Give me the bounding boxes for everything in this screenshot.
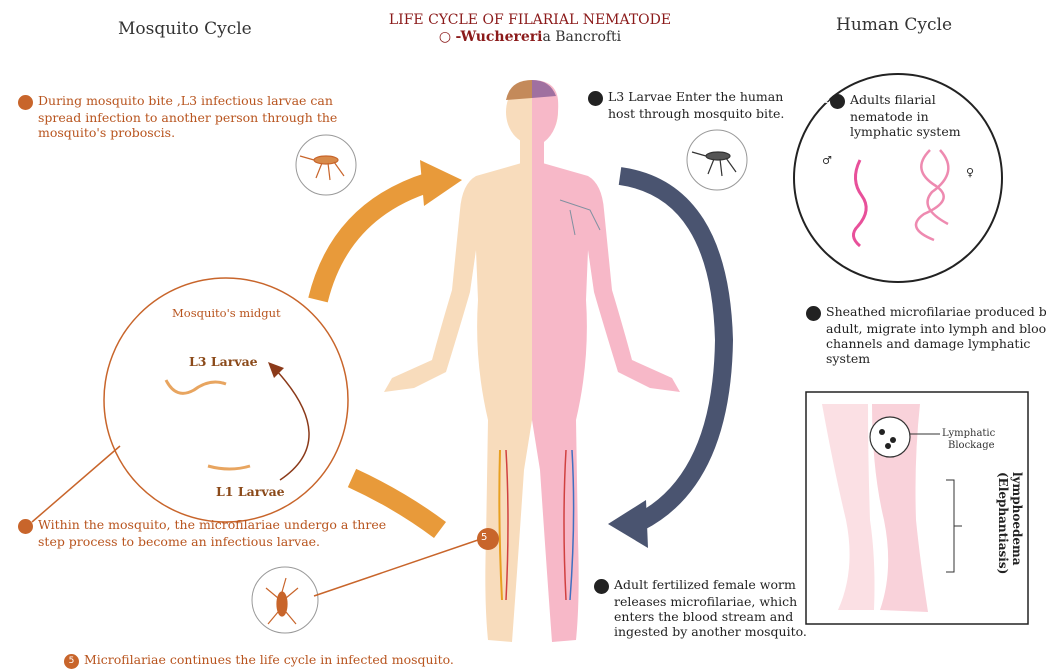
step-6-number: 6 — [18, 519, 33, 534]
midgut-title: Mosquito's midgut — [172, 306, 281, 320]
step-1-text: L3 Larvae Enter the human host through m… — [608, 89, 784, 121]
step-2-text: Adults filarial nematode in lymphatic sy… — [850, 92, 961, 139]
elephantiasis-label: lymphoedema (Elephantiasis) — [964, 472, 1024, 584]
step-6: 6 Within the mosquito, the microfilariae … — [18, 517, 398, 549]
blockage-dot — [885, 443, 891, 449]
step-1-number: 1 — [588, 91, 603, 106]
blockage-dot — [890, 437, 896, 443]
step-4: 4 Adult fertilized female worm releases m… — [594, 577, 814, 639]
step-3: 3 Sheathed microfilariae produced by adul… — [806, 304, 1046, 366]
orange-arrow-upper-head — [420, 160, 462, 206]
female-symbol: ♀ — [966, 166, 974, 179]
step-3-text: Sheathed microfilariae produced by adult… — [826, 304, 1046, 366]
male-symbol: ♂ — [822, 154, 832, 167]
blockage-label: Lymphatic Blockage — [942, 428, 995, 452]
page-title: LIFE CYCLE OF FILARIAL NEMATODE — [360, 12, 700, 29]
human-cycle-heading: Human Cycle — [836, 15, 952, 35]
page-title-block: LIFE CYCLE OF FILARIAL NEMATODE ○ -Wuche… — [360, 12, 700, 46]
step-7-number: 7 — [18, 95, 33, 110]
blockage-label-line2: Blockage — [942, 440, 995, 452]
step-1: 1 L3 Larvae Enter the human host through … — [588, 89, 808, 121]
step-3-number: 3 — [806, 306, 821, 321]
subtitle-bullet: ○ — [439, 29, 451, 45]
l1-larvae-label: L1 Larvae — [216, 484, 285, 499]
subtitle-red: -Wuchereri — [456, 29, 543, 45]
mosquito-cycle-heading: Mosquito Cycle — [118, 19, 252, 39]
navy-arrow — [620, 176, 724, 522]
subtitle-rest: a Bancrofti — [542, 29, 621, 45]
orange-arrow-upper — [318, 182, 430, 300]
page-subtitle: ○ -Wuchereria Bancrofti — [360, 29, 700, 46]
step-2: 2 Adults filarial nematode in lymphatic s… — [830, 92, 962, 139]
blockage-circle — [870, 417, 910, 457]
step-7: 7 During mosquito bite ,L3 infectious lar… — [18, 93, 368, 140]
elephantiasis-label-line1: lymphoedema — [1010, 472, 1024, 565]
leader-step6 — [32, 446, 120, 522]
step-5: 5 Microfilariae continues the life cycle … — [64, 652, 524, 669]
step-4-text: Adult fertilized female worm releases mi… — [614, 577, 807, 639]
navy-arrow-head — [608, 500, 648, 548]
step-4-number: 4 — [594, 579, 609, 594]
blockage-label-line1: Lymphatic — [942, 428, 995, 440]
elephantiasis-label-line2: (Elephantiasis) — [996, 472, 1010, 574]
blockage-dot — [879, 429, 885, 435]
mosquito-circle-top — [296, 135, 356, 195]
step-5-marker-label: 5 — [481, 532, 487, 543]
l3-larvae-label: L3 Larvae — [189, 354, 258, 369]
step-2-number: 2 — [830, 94, 845, 109]
step-7-text: During mosquito bite ,L3 infectious larv… — [38, 93, 337, 140]
step-5-text: Microfilariae continues the life cycle i… — [84, 652, 454, 667]
step-6-text: Within the mosquito, the microfilariae u… — [38, 517, 386, 549]
step-5-number: 5 — [64, 654, 79, 669]
